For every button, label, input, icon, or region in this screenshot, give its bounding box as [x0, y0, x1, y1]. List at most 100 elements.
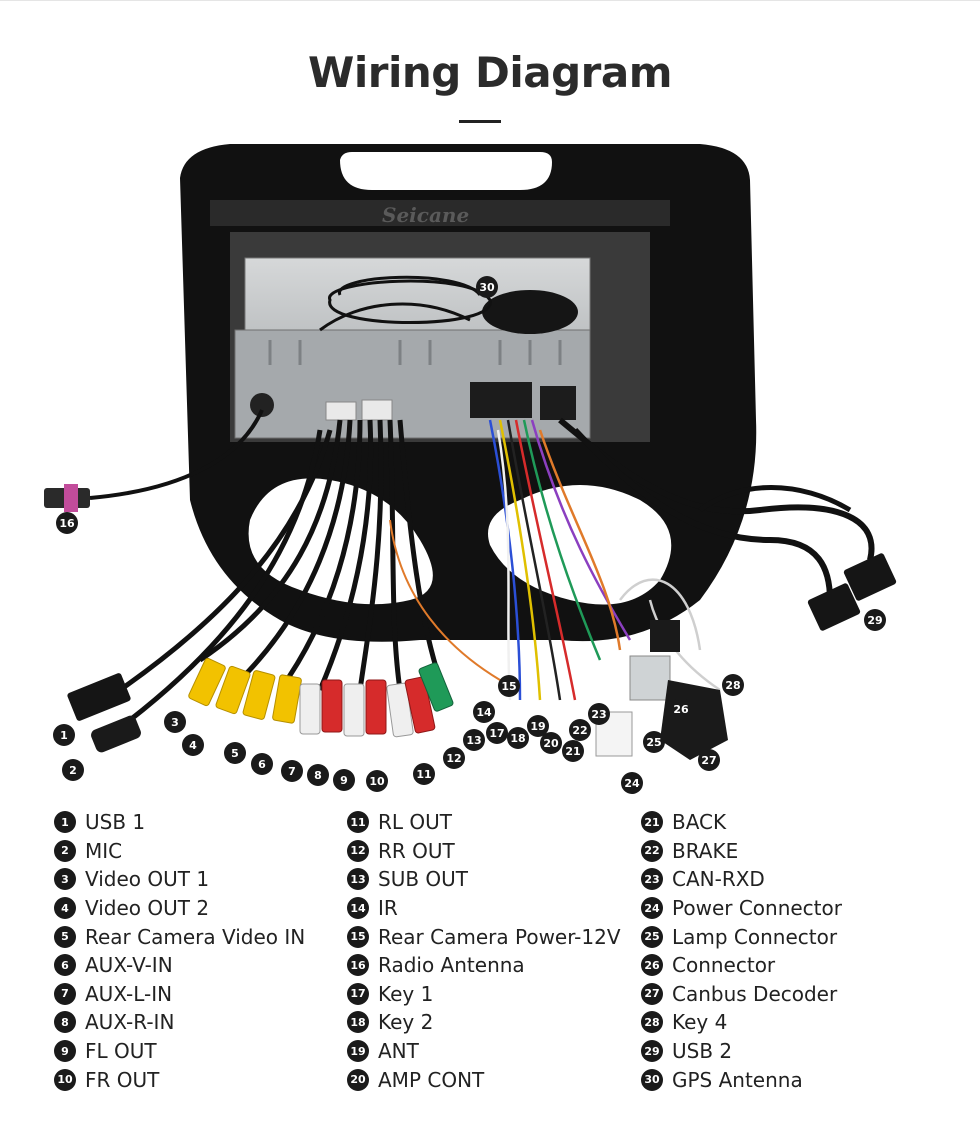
- callout-25: 25: [643, 731, 665, 753]
- legend-label: IR: [378, 896, 398, 921]
- callout-30: 30: [476, 276, 498, 298]
- svg-text:12: 12: [446, 752, 461, 765]
- legend-label: AUX-V-IN: [85, 953, 173, 978]
- legend-number: 26: [641, 954, 663, 977]
- callout-22: 22: [569, 719, 591, 741]
- legend-number: 15: [347, 925, 369, 948]
- legend-item: 1 USB 1: [54, 808, 305, 837]
- callout-6: 6: [251, 753, 273, 775]
- legend-item: 20 AMP CONT: [347, 1065, 621, 1094]
- legend-number: 24: [641, 897, 663, 920]
- legend-number: 30: [641, 1068, 663, 1091]
- legend-number: 25: [641, 925, 663, 948]
- legend-label: Key 4: [672, 1010, 728, 1035]
- callout-4: 4: [182, 734, 204, 756]
- legend-number: 11: [347, 811, 369, 834]
- svg-text:13: 13: [466, 734, 481, 747]
- legend-number: 13: [347, 868, 369, 891]
- legend-number: 20: [347, 1068, 369, 1091]
- legend-label: Power Connector: [672, 896, 842, 921]
- svg-text:9: 9: [340, 774, 348, 787]
- legend-label: USB 2: [672, 1039, 733, 1064]
- legend-label: MIC: [85, 838, 123, 863]
- legend-number: 22: [641, 839, 663, 862]
- brand-strip: [210, 200, 670, 226]
- callout-21: 21: [562, 740, 584, 762]
- legend-label: AMP CONT: [378, 1067, 485, 1092]
- callout-15: 15: [498, 675, 520, 697]
- callout-12: 12: [443, 747, 465, 769]
- legend-label: SUB OUT: [378, 867, 469, 892]
- svg-text:26: 26: [673, 703, 689, 716]
- legend-number: 18: [347, 1011, 369, 1034]
- legend-label: Radio Antenna: [378, 953, 525, 978]
- legend-number: 1: [54, 811, 76, 834]
- callout-3: 3: [164, 711, 186, 733]
- legend-number: 10: [54, 1068, 76, 1091]
- svg-text:17: 17: [489, 727, 504, 740]
- svg-text:27: 27: [701, 754, 716, 767]
- svg-text:29: 29: [867, 614, 882, 627]
- radio-antenna-cable: [44, 409, 264, 512]
- callout-13: 13: [463, 729, 485, 751]
- legend-label: CAN-RXD: [672, 867, 765, 892]
- legend-label: AUX-L-IN: [85, 981, 173, 1006]
- legend-number: 17: [347, 982, 369, 1005]
- legend-label: FL OUT: [85, 1039, 157, 1064]
- svg-text:15: 15: [501, 680, 516, 693]
- power-harness-wires: [488, 419, 721, 701]
- title-underline: [459, 120, 501, 123]
- callout-5: 5: [224, 742, 246, 764]
- svg-text:6: 6: [258, 758, 266, 771]
- legend-number: 4: [54, 897, 76, 920]
- callout-16: 16: [56, 512, 78, 534]
- legend-number: 14: [347, 897, 369, 920]
- legend-number: 9: [54, 1040, 76, 1063]
- svg-text:21: 21: [565, 745, 580, 758]
- legend-label: Key 1: [378, 981, 434, 1006]
- legend-label: Rear Camera Video IN: [85, 924, 306, 949]
- svg-text:3: 3: [171, 716, 179, 729]
- svg-text:20: 20: [543, 737, 559, 750]
- legend-label: USB 1: [85, 810, 146, 835]
- legend-number: 6: [54, 954, 76, 977]
- legend-label: Canbus Decoder: [672, 981, 838, 1006]
- usb-2-cables: [558, 417, 897, 631]
- callout-19: 19: [527, 715, 549, 737]
- svg-text:1: 1: [60, 729, 68, 742]
- legend-label: Rear Camera Power-12V: [378, 924, 621, 949]
- callout-29: 29: [864, 609, 886, 631]
- legend-label: RR OUT: [378, 838, 455, 863]
- legend-item: 9 FL OUT: [54, 1037, 305, 1066]
- svg-text:22: 22: [572, 724, 587, 737]
- callout-26: 26: [670, 698, 692, 720]
- callout-28: 28: [722, 674, 744, 696]
- svg-text:19: 19: [530, 720, 545, 733]
- svg-text:14: 14: [476, 706, 492, 719]
- svg-text:2: 2: [69, 764, 77, 777]
- legend-label: Video OUT 2: [85, 896, 210, 921]
- svg-text:28: 28: [725, 679, 740, 692]
- legend-label: Video OUT 1: [85, 867, 210, 892]
- legend-label: BACK: [672, 810, 727, 835]
- svg-text:11: 11: [416, 768, 431, 781]
- callout-23: 23: [588, 703, 610, 725]
- legend-item: 24 Power Connector: [641, 894, 842, 923]
